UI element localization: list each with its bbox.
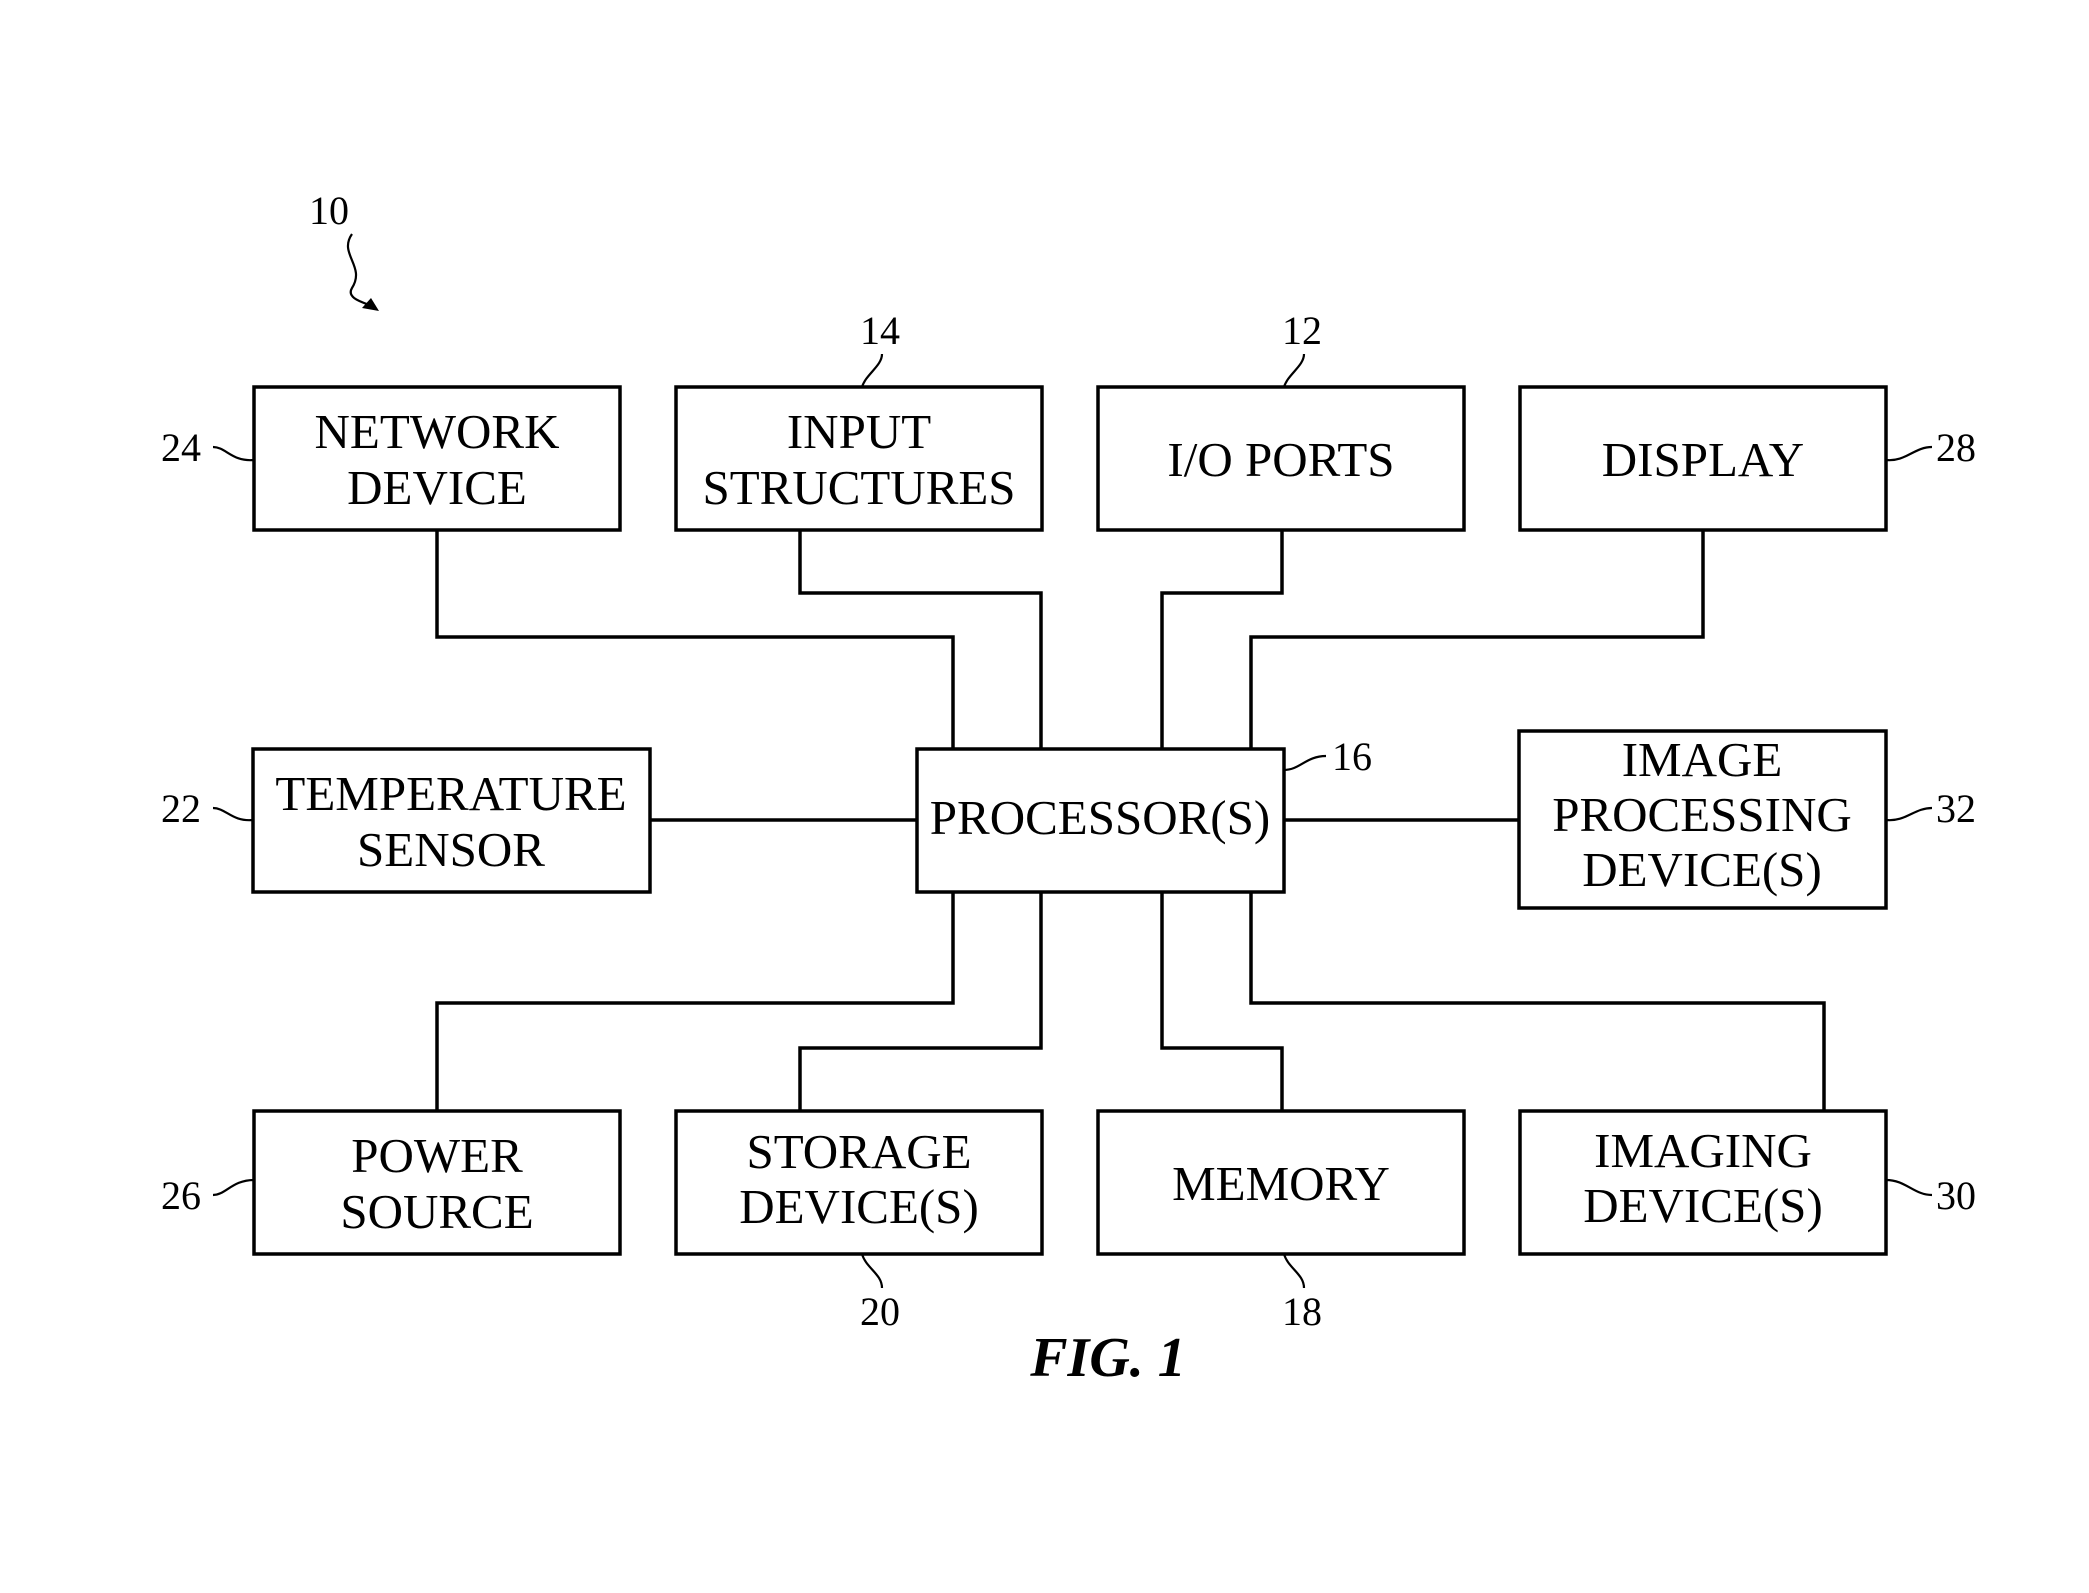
block-input-structures: INPUT STRUCTURES 14	[676, 308, 1042, 530]
power-source-ref: 26	[161, 1173, 201, 1218]
io-ports-ref: 12	[1282, 308, 1322, 353]
temperature-sensor-leader	[213, 808, 253, 820]
block-temperature-sensor: TEMPERATURE SENSOR 22	[161, 749, 650, 892]
block-processor: PROCESSOR(S) 16	[917, 734, 1372, 892]
block-network-device: NETWORK DEVICE 24	[161, 387, 620, 530]
block-power-source: POWER SOURCE 26	[161, 1111, 620, 1254]
block-io-ports: I/O PORTS 12	[1098, 308, 1464, 530]
storage-devices-label-line-2: DEVICE(S)	[739, 1179, 979, 1234]
power-source-label-line-1: POWER	[351, 1128, 523, 1183]
block-imaging-devices: IMAGING DEVICE(S) 30	[1520, 1111, 1976, 1254]
block-image-processing: IMAGE PROCESSING DEVICE(S) 32	[1519, 731, 1976, 908]
storage-devices-ref: 20	[860, 1289, 900, 1334]
memory-leader	[1284, 1254, 1304, 1288]
processor-ref: 16	[1332, 734, 1372, 779]
memory-label: MEMORY	[1172, 1156, 1390, 1211]
temperature-sensor-label-line-2: SENSOR	[357, 822, 545, 877]
processor-label: PROCESSOR(S)	[930, 790, 1270, 845]
image-processing-label-line-2: PROCESSING	[1552, 787, 1852, 842]
temperature-sensor-ref: 22	[161, 786, 201, 831]
system-ref-number: 10	[309, 188, 349, 233]
image-processing-leader	[1886, 808, 1932, 820]
network-device-label-line-1: NETWORK	[315, 404, 560, 459]
wire-power-source	[437, 892, 953, 1111]
storage-devices-label-line-1: STORAGE	[746, 1124, 971, 1179]
imaging-devices-ref: 30	[1936, 1173, 1976, 1218]
imaging-devices-leader	[1886, 1180, 1932, 1195]
image-processing-label-line-1: IMAGE	[1622, 732, 1783, 787]
figure-caption: FIG. 1	[1029, 1327, 1186, 1389]
display-leader	[1886, 447, 1932, 460]
power-source-label-line-2: SOURCE	[340, 1184, 533, 1239]
imaging-devices-label-line-1: IMAGING	[1594, 1123, 1812, 1178]
storage-devices-leader	[862, 1254, 882, 1288]
io-ports-label: I/O PORTS	[1167, 432, 1394, 487]
system-ref-arrowhead-icon	[362, 298, 379, 311]
block-memory: MEMORY 18	[1098, 1111, 1464, 1334]
network-device-ref: 24	[161, 425, 201, 470]
input-structures-ref: 14	[860, 308, 900, 353]
imaging-devices-label-line-2: DEVICE(S)	[1583, 1178, 1823, 1233]
temperature-sensor-label-line-1: TEMPERATURE	[275, 766, 626, 821]
display-ref: 28	[1936, 425, 1976, 470]
wire-input-structures	[800, 530, 1041, 749]
image-processing-ref: 32	[1936, 786, 1976, 831]
system-ref-arrow-curve	[348, 234, 372, 306]
network-device-leader	[213, 447, 254, 460]
wire-network-device	[437, 530, 953, 749]
system-reference: 10	[309, 188, 379, 311]
processor-leader	[1284, 756, 1326, 770]
io-ports-leader	[1284, 354, 1304, 387]
wire-io-ports	[1162, 530, 1282, 749]
network-device-label-line-2: DEVICE	[347, 460, 527, 515]
memory-ref: 18	[1282, 1289, 1322, 1334]
power-source-leader	[213, 1180, 254, 1195]
input-structures-label-line-2: STRUCTURES	[702, 460, 1015, 515]
wire-display	[1251, 530, 1703, 749]
input-structures-leader	[862, 354, 882, 387]
wire-imaging-devices	[1251, 892, 1824, 1111]
image-processing-label-line-3: DEVICE(S)	[1582, 842, 1822, 897]
block-display: DISPLAY 28	[1520, 387, 1976, 530]
display-label: DISPLAY	[1602, 432, 1804, 487]
block-storage-devices: STORAGE DEVICE(S) 20	[676, 1111, 1042, 1334]
input-structures-label-line-1: INPUT	[787, 404, 931, 459]
